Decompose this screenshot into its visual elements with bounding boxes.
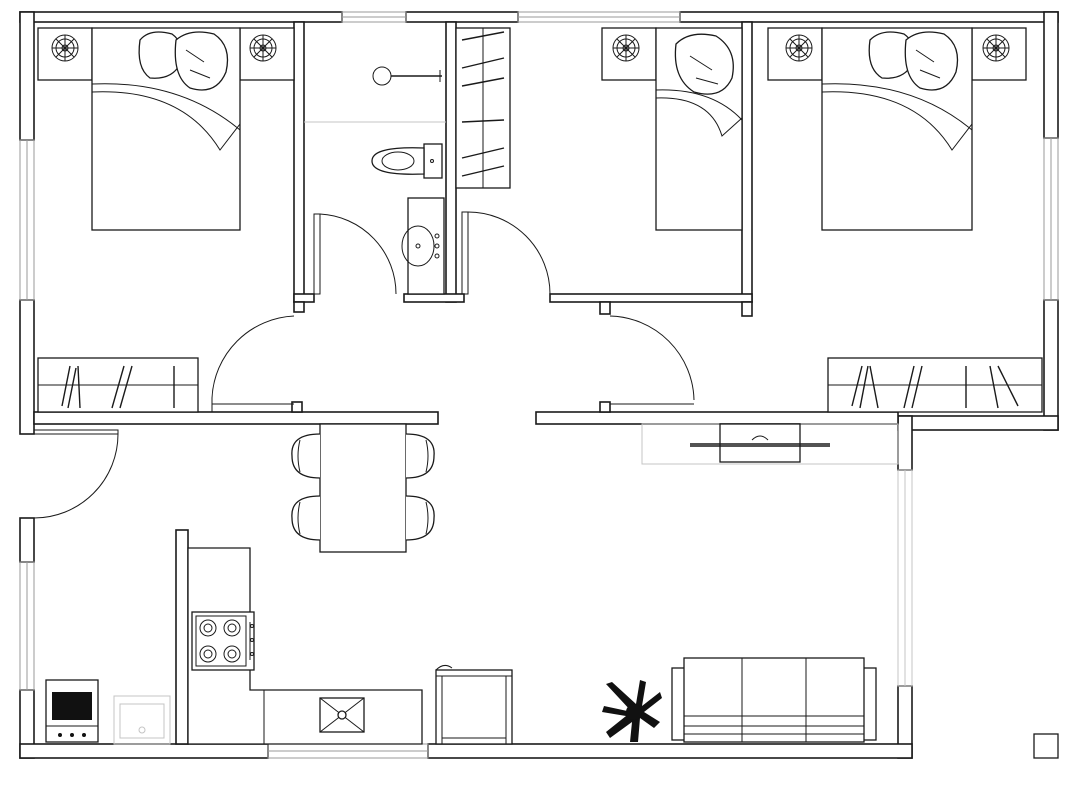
doors — [33, 211, 695, 519]
windows — [19, 11, 1059, 759]
sofa-icon — [671, 657, 877, 743]
window-top-bath — [341, 11, 407, 23]
tv-stand-icon — [641, 423, 899, 465]
nightstand-lamp-icon — [971, 27, 1027, 81]
legend-square-icon — [1033, 733, 1059, 759]
oven-icon — [45, 679, 99, 743]
bedroom-right — [767, 27, 1043, 413]
dining-table-icon — [319, 423, 407, 553]
door-swing-icon — [211, 315, 295, 412]
chair-icon — [291, 495, 321, 541]
bathroom — [304, 66, 446, 295]
kitchen — [45, 547, 513, 745]
window-left-kitchen — [19, 561, 35, 691]
door-swing-icon — [461, 211, 551, 295]
nightstand-lamp-icon — [239, 27, 295, 81]
dining-area — [291, 423, 435, 553]
washer-icon — [113, 695, 171, 745]
kitchen-counter — [187, 547, 423, 745]
exterior-walls — [19, 11, 1059, 759]
window-right-bedroom — [1043, 137, 1059, 301]
nightstand-lamp-icon — [37, 27, 93, 81]
nightstand-lamp-icon — [767, 27, 823, 81]
chair-icon — [405, 433, 435, 479]
bedroom-middle — [455, 27, 743, 231]
window-bottom-kitchen — [267, 743, 429, 759]
nightstand-lamp-icon — [601, 27, 657, 81]
bed-icon — [91, 27, 241, 231]
window-right-living — [897, 469, 913, 687]
fridge-icon — [435, 664, 513, 745]
wardrobe-icon — [827, 357, 1043, 413]
bedroom-left — [37, 27, 295, 413]
door-swing-icon — [313, 213, 397, 295]
bed-icon — [655, 27, 743, 231]
living-room — [602, 657, 877, 743]
shower-icon — [372, 66, 442, 86]
toilet-icon — [371, 143, 443, 179]
window-top-middle — [517, 11, 681, 23]
wardrobe-icon — [455, 27, 511, 189]
sink-icon — [401, 197, 445, 295]
chair-icon — [291, 433, 321, 479]
chair-icon — [405, 495, 435, 541]
interior-walls — [33, 21, 899, 745]
door-swing-icon — [609, 315, 695, 405]
window-left-bedroom — [19, 139, 35, 301]
plant-icon — [602, 680, 662, 742]
bed-icon — [821, 27, 973, 231]
door-swing-icon — [33, 429, 119, 519]
kitchen-sink-icon — [319, 697, 365, 733]
stove-icon — [191, 611, 255, 671]
wardrobe-icon — [37, 357, 199, 413]
